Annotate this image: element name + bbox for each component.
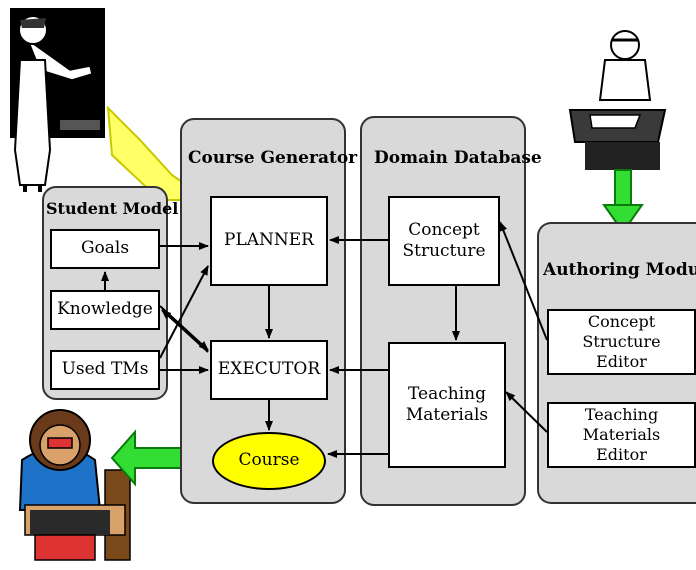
knowledge-box: Knowledge bbox=[50, 290, 160, 330]
teacher-at-blackboard-illustration bbox=[10, 8, 105, 192]
green-down-arrow bbox=[602, 169, 644, 234]
teaching-materials-editor-box: Teaching Materials Editor bbox=[547, 402, 696, 468]
tmeditor-to-teaching-arrow bbox=[505, 391, 548, 433]
executor-to-knowledge-arrow bbox=[161, 309, 209, 353]
course-ellipse: Course bbox=[212, 432, 326, 490]
planner-box: PLANNER bbox=[210, 196, 328, 286]
student-reading-illustration bbox=[18, 409, 131, 561]
concept-structure-editor-box: Concept Structure Editor bbox=[547, 309, 696, 375]
goals-box: Goals bbox=[50, 229, 160, 269]
used-tms-box: Used TMs bbox=[50, 350, 160, 390]
cseditor-to-concept-arrow bbox=[499, 221, 548, 341]
concept-structure-box: Concept Structure bbox=[388, 196, 500, 286]
executor-box: EXECUTOR bbox=[210, 340, 328, 400]
student-model-title: Student Model bbox=[46, 199, 179, 218]
author-writing-illustration bbox=[568, 30, 667, 170]
usedtms-to-planner-arrow bbox=[159, 265, 209, 359]
domain-database-title: Domain Database bbox=[374, 148, 542, 168]
course-generator-title: Course Generator bbox=[188, 148, 358, 168]
teaching-materials-box: Teaching Materials bbox=[388, 342, 506, 468]
authoring-module-title: Authoring Module bbox=[543, 260, 696, 280]
